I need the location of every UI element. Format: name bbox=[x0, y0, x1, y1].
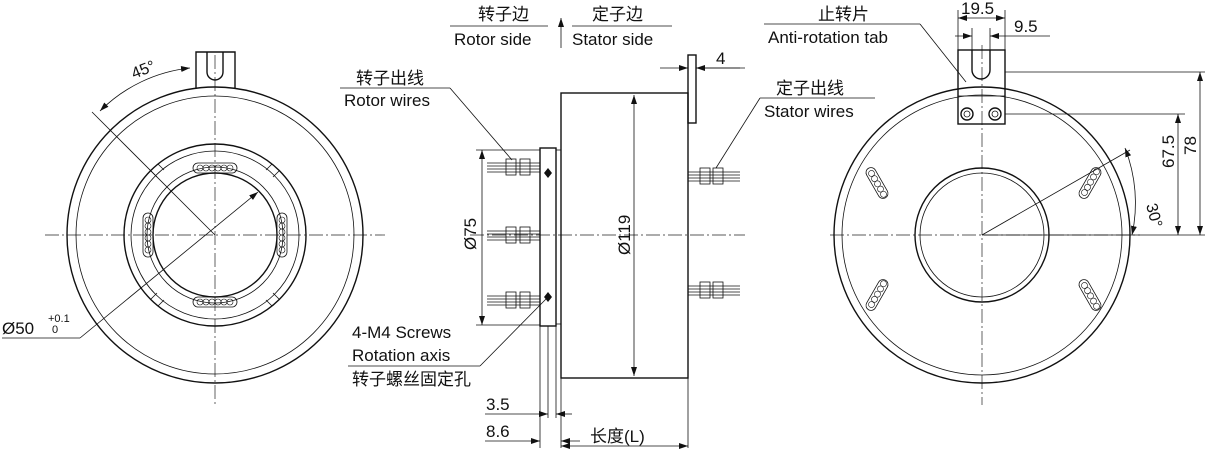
right-view: 30° 19.5 9.5 止转片 Anti-rotation tab 67.5 … bbox=[764, 0, 1205, 405]
stator-wires-en: Stator wires bbox=[764, 102, 854, 121]
rotor-wire-bundles bbox=[487, 158, 540, 309]
anti-rotation-en: Anti-rotation tab bbox=[768, 28, 888, 47]
dim-4-label: 4 bbox=[716, 49, 725, 68]
screw-top bbox=[544, 168, 552, 178]
angle-45-leader bbox=[91, 111, 216, 236]
bore-dim-label: Ø50 bbox=[2, 319, 34, 338]
side-body bbox=[560, 92, 689, 379]
angle-45-label: 45° bbox=[129, 58, 158, 83]
left-tab bbox=[195, 51, 236, 88]
rotor-side-en: Rotor side bbox=[454, 30, 531, 49]
left-outer-circle bbox=[66, 86, 364, 384]
rotor-wires-cn: 转子出线 bbox=[356, 69, 424, 88]
dim-119-label: Ø119 bbox=[615, 215, 634, 255]
anti-rotation-cn: 止转片 bbox=[818, 5, 869, 24]
right-wire-slots bbox=[865, 167, 1102, 311]
left-wire-slots bbox=[142, 162, 288, 308]
bore-tol-upper: +0.1 bbox=[48, 313, 70, 325]
left-flange-circle bbox=[123, 143, 307, 327]
dim-78-label: 78 bbox=[1181, 136, 1200, 155]
left-outer-inner-circle bbox=[75, 95, 355, 375]
side-view: Ø75 Ø119 4 3.5 8.6 长度(L) 转子边 Rotor side … bbox=[340, 5, 875, 449]
stator-side-cn: 定子边 bbox=[592, 5, 643, 24]
rotor-side-cn: 转子边 bbox=[478, 5, 529, 24]
dim-67-5-label: 67.5 bbox=[1159, 135, 1178, 168]
angle-45-arc bbox=[99, 65, 191, 112]
left-flange-inner-circle bbox=[130, 150, 300, 320]
slot-right bbox=[276, 212, 288, 258]
side-tab bbox=[687, 54, 697, 124]
rotation-axis-en: Rotation axis bbox=[352, 346, 450, 365]
screws-en: 4-M4 Screws bbox=[352, 323, 451, 342]
dim-length-label: 长度(L) bbox=[590, 427, 645, 446]
dim-9-5-label: 9.5 bbox=[1014, 17, 1038, 36]
rotor-wires-en: Rotor wires bbox=[344, 91, 430, 110]
slot-top bbox=[192, 162, 238, 174]
right-tab bbox=[957, 49, 1006, 125]
right-tab-slot bbox=[971, 50, 991, 80]
angle-30-label: 30° bbox=[1142, 202, 1165, 230]
dim-75-label: Ø75 bbox=[461, 218, 480, 250]
left-tab-slot bbox=[206, 52, 224, 81]
stator-wires-cn: 定子出线 bbox=[776, 79, 844, 98]
angle-30-arc bbox=[1124, 147, 1137, 236]
left-spokes bbox=[150, 163, 280, 307]
dim-19-5-label: 19.5 bbox=[961, 0, 994, 18]
screw-bottom bbox=[544, 292, 552, 302]
stator-wire-bundles bbox=[688, 167, 740, 299]
bore-leader bbox=[79, 191, 259, 339]
screws-cn: 转子螺丝固定孔 bbox=[352, 370, 471, 389]
angle-30-leader bbox=[981, 149, 1131, 236]
slot-bottom bbox=[192, 296, 238, 308]
slot-left bbox=[142, 212, 154, 258]
dim-3-5-label: 3.5 bbox=[486, 395, 510, 414]
dim-8-6-label: 8.6 bbox=[486, 422, 510, 441]
left-view: 45° Ø50 +0.1 0 bbox=[2, 51, 385, 405]
bore-tol-lower: 0 bbox=[52, 324, 58, 336]
stator-side-en: Stator side bbox=[572, 30, 653, 49]
